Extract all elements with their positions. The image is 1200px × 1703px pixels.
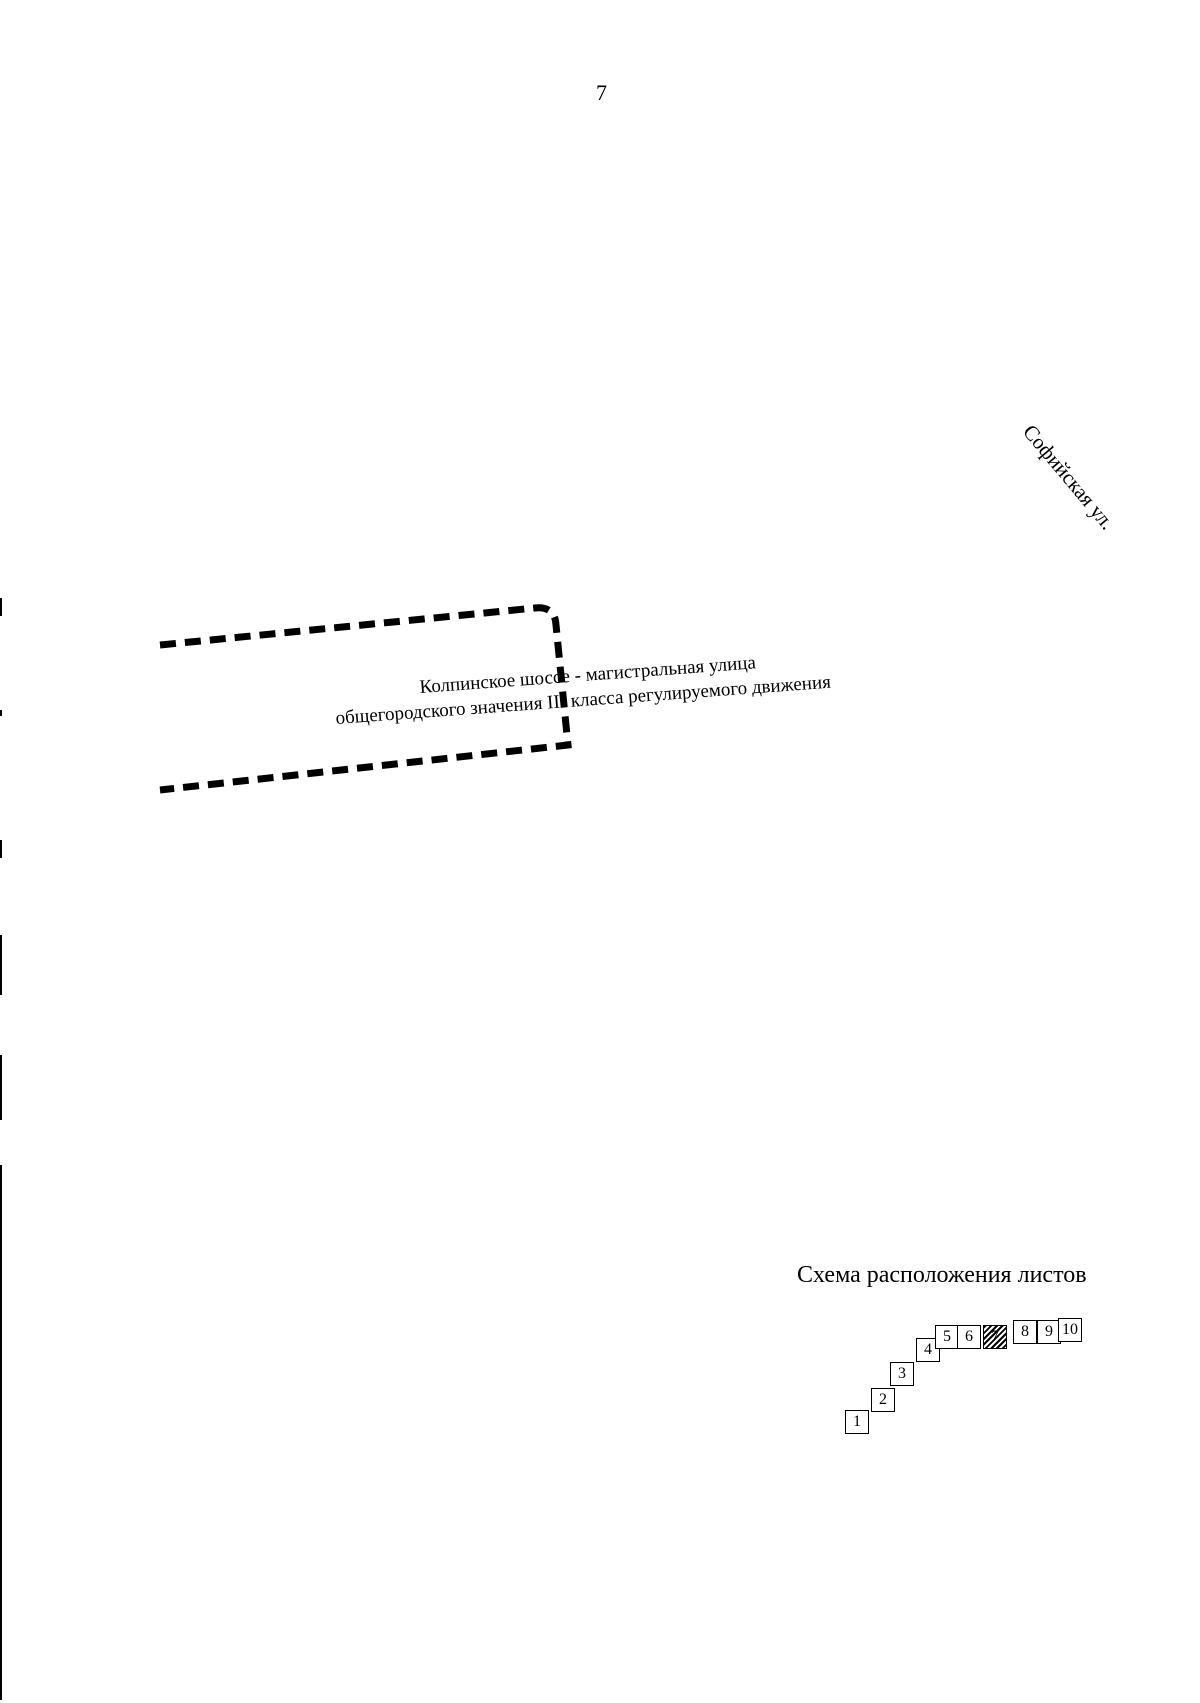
margin-mark xyxy=(0,710,2,716)
sheet-7-current: 7 xyxy=(983,1325,1007,1349)
sheet-8: 8 xyxy=(1013,1320,1037,1344)
boundary-line xyxy=(159,604,572,794)
margin-mark xyxy=(0,1055,2,1120)
sheet-10: 10 xyxy=(1058,1318,1082,1342)
sheet-3: 3 xyxy=(890,1362,914,1386)
sheet-scheme-title: Схема расположения листов xyxy=(797,1262,1087,1288)
page-number: 7 xyxy=(596,80,607,105)
margin-mark xyxy=(0,1165,2,1700)
sheet-2: 2 xyxy=(871,1388,895,1412)
margin-mark xyxy=(0,598,2,616)
street-label-sofiyskaya: Софийская ул. xyxy=(1018,420,1120,535)
margin-mark xyxy=(0,840,2,858)
margin-mark xyxy=(0,935,2,995)
sheet-1: 1 xyxy=(845,1410,869,1434)
sheet-5: 5 xyxy=(935,1325,959,1349)
sheet-6: 6 xyxy=(957,1325,981,1349)
sheet-9: 9 xyxy=(1037,1320,1061,1344)
